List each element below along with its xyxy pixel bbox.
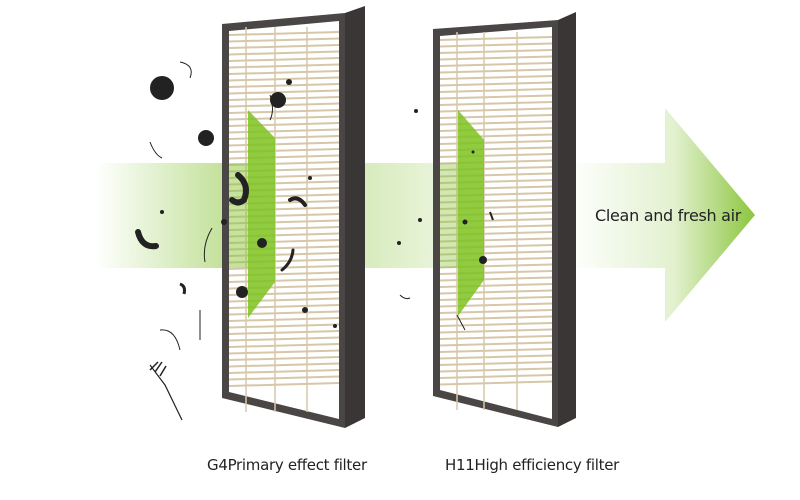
pleat-line <box>228 382 340 387</box>
pleat-line <box>228 310 340 316</box>
pleat-line <box>228 63 340 69</box>
pleat-line <box>228 343 340 348</box>
pleat-line <box>228 369 340 374</box>
pleat-line <box>228 356 340 361</box>
pleat-line <box>439 335 553 340</box>
clean-air-label: Clean and fresh air <box>595 206 742 225</box>
pleat-line <box>439 62 553 67</box>
pleat-line <box>439 322 553 327</box>
pleat-line <box>228 278 340 283</box>
g4-filter-label: G4Primary effect filter <box>207 456 367 474</box>
pleat-line <box>439 380 553 386</box>
pleat-line <box>439 36 553 41</box>
pleat-line <box>228 83 340 88</box>
green-pass-area <box>458 110 484 316</box>
pleat-line <box>228 349 340 355</box>
pleat-line <box>228 154 340 160</box>
pleat-line <box>439 81 553 87</box>
filtered-air-band <box>362 163 434 268</box>
pleat-line <box>439 374 553 379</box>
pleat-line <box>439 75 553 80</box>
pleat-line <box>228 336 340 342</box>
pleat-line <box>228 317 340 322</box>
pleat-line <box>228 284 340 290</box>
pleat-line <box>439 68 553 74</box>
pleat-line <box>439 361 553 366</box>
pleat-line <box>228 44 340 49</box>
pleat-line <box>228 148 340 153</box>
pleat-line <box>228 271 340 277</box>
g4-filter <box>222 6 365 428</box>
air-overlay <box>440 163 458 268</box>
pleat-line <box>439 348 553 353</box>
pleat-line <box>439 42 553 48</box>
pleat-line <box>228 31 340 36</box>
clean-air-arrow <box>575 108 755 322</box>
dust-particles <box>135 61 494 421</box>
pleat-line <box>228 375 340 381</box>
pleat-lines <box>228 27 340 412</box>
green-pass-area <box>248 110 275 318</box>
pleat-line <box>439 49 553 54</box>
pleat-line <box>228 141 340 147</box>
pleat-line <box>228 330 340 335</box>
filter-side <box>558 12 576 427</box>
h11-filter-label: H11High efficiency filter <box>445 456 620 474</box>
pleat-line <box>228 115 340 121</box>
pleat-line <box>228 109 340 114</box>
pleat-line <box>228 37 340 43</box>
pleat-line <box>228 76 340 82</box>
pleat-line <box>228 135 340 140</box>
pleat-line <box>439 354 553 360</box>
pleat-line <box>228 362 340 368</box>
filter-side <box>345 6 365 428</box>
pleat-line <box>439 88 553 93</box>
pleat-line <box>439 94 553 100</box>
pleat-line <box>439 328 553 334</box>
pleat-line <box>439 367 553 373</box>
pleat-line <box>228 50 340 56</box>
pleat-line <box>228 297 340 303</box>
pleat-line <box>228 323 340 329</box>
pleat-line <box>439 101 553 106</box>
pleat-line <box>228 57 340 62</box>
pleat-line <box>228 70 340 75</box>
pleat-line <box>228 89 340 95</box>
pleat-line <box>228 304 340 309</box>
pleat-line <box>439 55 553 61</box>
pleat-line <box>228 128 340 134</box>
pleat-line <box>439 341 553 347</box>
h11-filter <box>433 12 576 427</box>
pleat-line <box>228 122 340 127</box>
dirty-air-band <box>95 163 230 268</box>
